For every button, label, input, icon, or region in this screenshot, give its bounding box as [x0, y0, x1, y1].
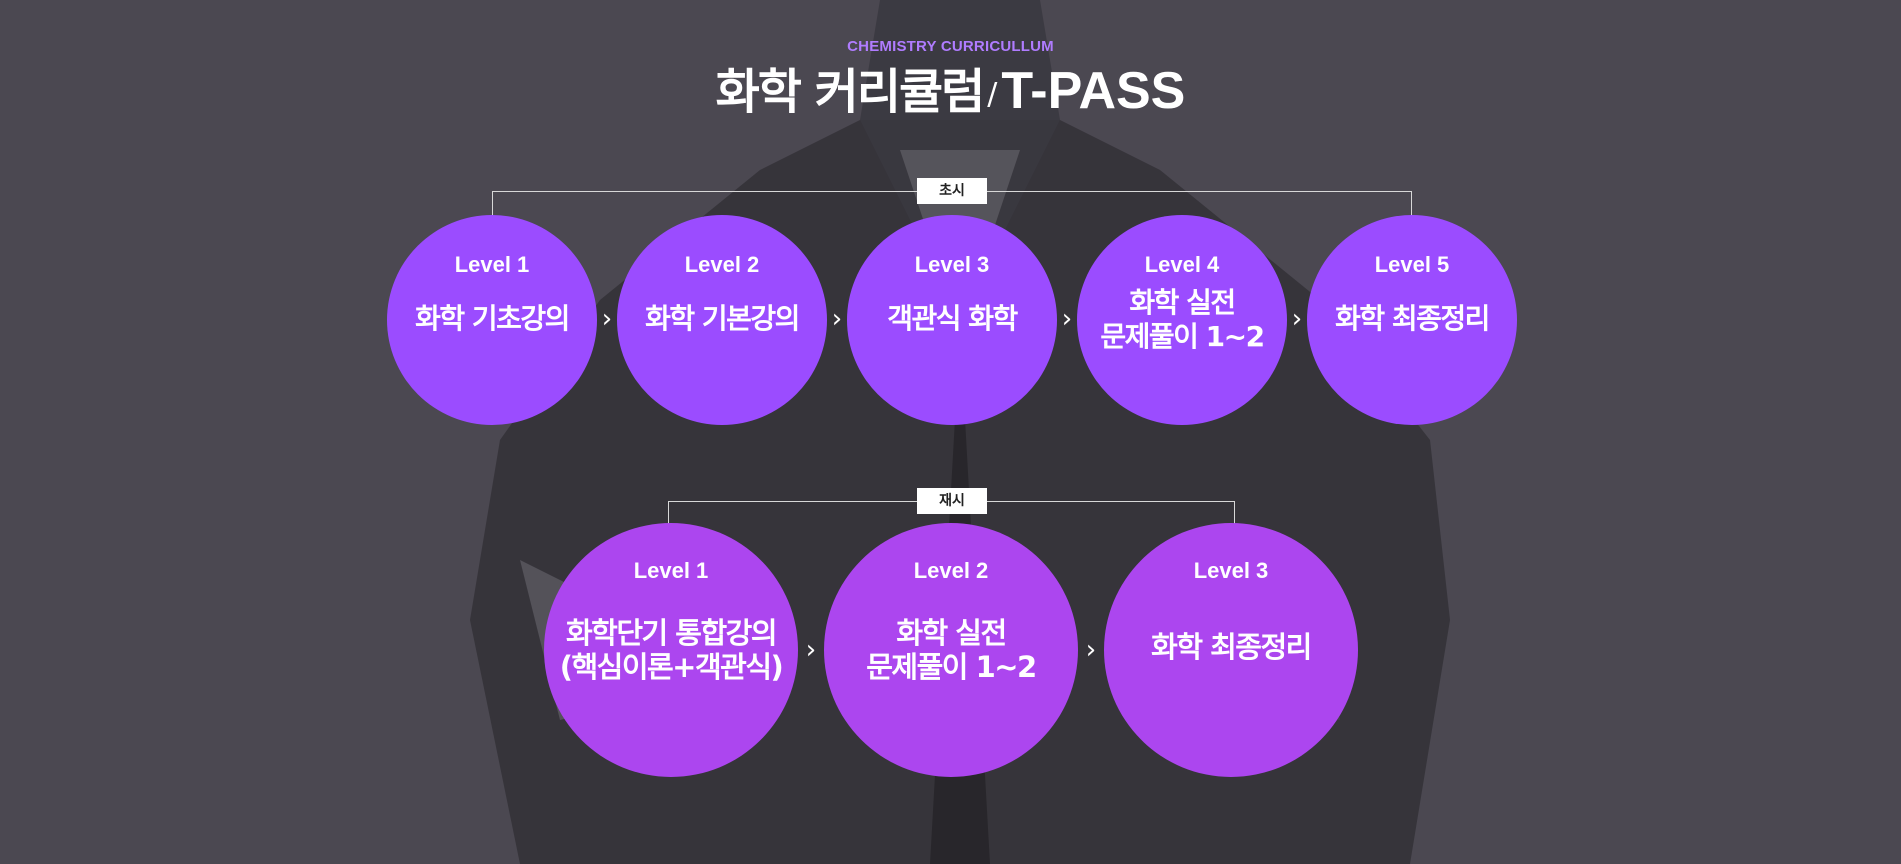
first-level-1-circle: Level 1 화학 기초강의 — [387, 215, 597, 425]
level-label: Level 2 — [913, 558, 989, 583]
course-name: 화학 기초강의 — [415, 302, 570, 335]
course-name-line-2: 문제풀이 1~2 — [866, 650, 1037, 684]
course-name: 객관식 화학 — [887, 302, 1018, 335]
page-title: 화학 커리큘럼/T-PASS — [0, 52, 1901, 122]
level-label: Level 1 — [454, 252, 530, 277]
course-name-line-2: (핵심이론+객관식) — [559, 650, 784, 684]
repeat-exam-tag: 재시 — [917, 488, 987, 514]
course-name-line-2: 문제풀이 1~2 — [1100, 320, 1265, 353]
first-level-4-circle: Level 4 화학 실전 문제풀이 1~2 — [1077, 215, 1287, 425]
first-level-5-circle: Level 5 화학 최종정리 — [1307, 215, 1517, 425]
chevron-right-icon: › — [1085, 635, 1097, 665]
title-main: 화학 커리큘럼 — [715, 64, 986, 120]
first-level-2-circle: Level 2 화학 기본강의 — [617, 215, 827, 425]
chevron-right-icon: › — [1061, 304, 1073, 334]
chevron-right-icon: › — [1291, 304, 1303, 334]
course-name: 화학 최종정리 — [1151, 630, 1312, 664]
course-name-line-1: 화학단기 통합강의 — [565, 616, 778, 650]
course-name-line-1: 화학 실전 — [896, 616, 1007, 650]
level-label: Level 1 — [633, 558, 709, 583]
chevron-right-icon: › — [601, 304, 613, 334]
chevron-right-icon: › — [831, 304, 843, 334]
level-label: Level 2 — [684, 252, 760, 277]
title-separator: / — [987, 77, 997, 112]
level-label: Level 3 — [914, 252, 990, 277]
title-pass: T-PASS — [1001, 62, 1186, 120]
course-name: 화학 최종정리 — [1335, 302, 1490, 335]
repeat-level-3-circle: Level 3 화학 최종정리 — [1104, 523, 1358, 777]
first-level-3-circle: Level 3 객관식 화학 — [847, 215, 1057, 425]
chevron-right-icon: › — [805, 635, 817, 665]
first-exam-tag: 초시 — [917, 178, 987, 204]
repeat-level-1-circle: Level 1 화학단기 통합강의 (핵심이론+객관식) — [544, 523, 798, 777]
level-label: Level 3 — [1193, 558, 1269, 583]
repeat-level-2-circle: Level 2 화학 실전 문제풀이 1~2 — [824, 523, 1078, 777]
course-name: 화학 기본강의 — [645, 302, 800, 335]
level-label: Level 5 — [1374, 252, 1450, 277]
course-name-line-1: 화학 실전 — [1129, 286, 1236, 319]
section-eyebrow: CHEMISTRY CURRICULLUM — [847, 38, 1054, 55]
level-label: Level 4 — [1144, 252, 1220, 277]
